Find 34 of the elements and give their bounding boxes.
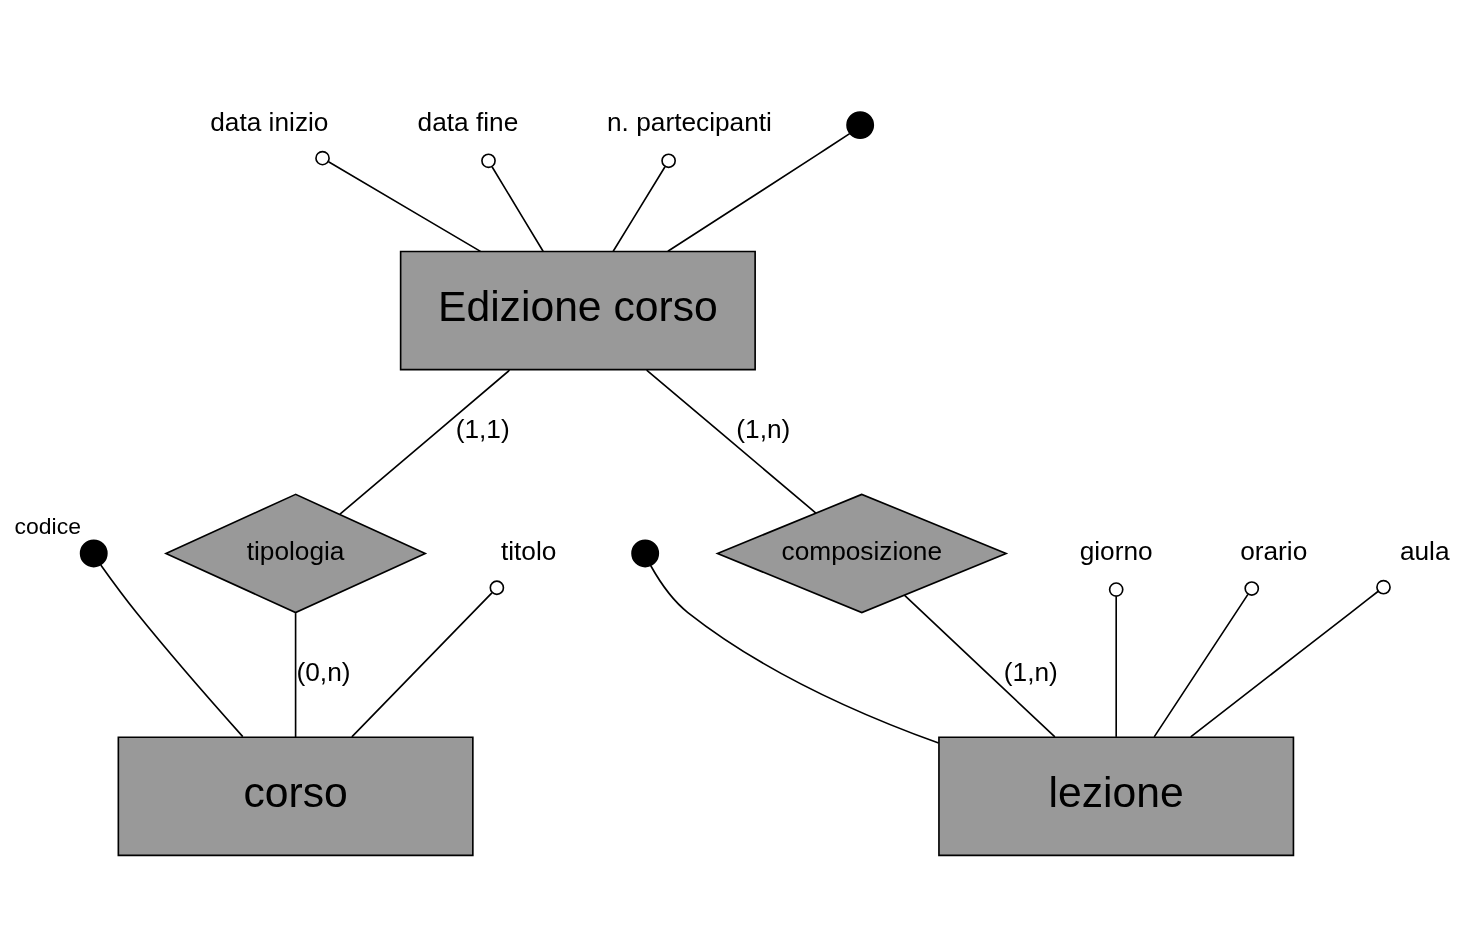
node-diamond: composizione xyxy=(715,493,1009,613)
node-circle xyxy=(846,110,875,139)
connector xyxy=(99,563,244,737)
connector xyxy=(1153,580,1260,738)
connector xyxy=(645,368,817,514)
connector xyxy=(481,152,544,252)
node-text: aula xyxy=(1399,535,1450,566)
connector xyxy=(1189,579,1391,738)
connector xyxy=(294,611,297,738)
node-text: orario xyxy=(1240,535,1308,566)
connector xyxy=(1108,581,1124,738)
node-box: lezione xyxy=(938,735,1295,856)
connector xyxy=(339,368,511,515)
connector xyxy=(612,152,676,252)
connector xyxy=(649,564,940,744)
node-circle xyxy=(631,539,660,567)
node-text: titolo xyxy=(500,535,557,566)
node-diamond: tipologia xyxy=(163,492,428,613)
connector xyxy=(667,132,851,252)
node-box: corso xyxy=(117,735,474,856)
connector xyxy=(351,579,505,738)
node-text: data fine xyxy=(417,106,519,137)
node-text: giorno xyxy=(1079,535,1153,566)
edge-label: (1,n) xyxy=(736,413,791,444)
node-text: n. partecipanti xyxy=(607,106,772,137)
connector xyxy=(903,593,1056,738)
connector xyxy=(315,150,482,252)
node-text: data inizio xyxy=(210,106,329,137)
edge-label: (0,n) xyxy=(296,656,351,687)
node-label: codice xyxy=(14,512,81,539)
node-circle xyxy=(79,539,108,567)
edge-label: (1,n) xyxy=(1003,656,1058,687)
edge-label: (1,1) xyxy=(455,413,510,444)
node-box: Edizione corso xyxy=(399,250,756,370)
